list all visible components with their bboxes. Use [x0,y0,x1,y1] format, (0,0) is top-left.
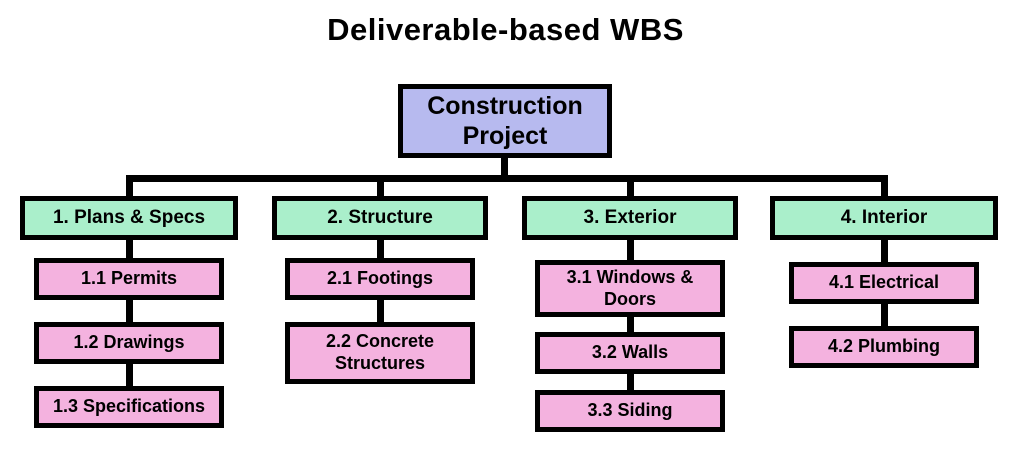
node-child-permits: 1.1 Permits [34,258,224,300]
node-root: Construction Project [398,84,612,158]
node-branch-exterior: 3. Exterior [522,196,738,240]
diagram-title: Deliverable-based WBS [327,12,684,47]
node-child-drawings: 1.2 Drawings [34,322,224,364]
node-child-plumbing: 4.2 Plumbing [789,326,979,368]
node-branch-interior: 4. Interior [770,196,998,240]
node-child-windows-doors: 3.1 Windows & Doors [535,260,725,317]
node-child-concrete-structures: 2.2 Concrete Structures [285,322,475,384]
connector-spine-branch-3 [627,225,634,410]
node-child-electrical: 4.1 Electrical [789,262,979,304]
connector-horizontal-bar [126,175,888,182]
connector-drop-branch-2 [377,175,384,203]
connector-drop-branch-3 [627,175,634,203]
node-child-footings: 2.1 Footings [285,258,475,300]
node-child-siding: 3.3 Siding [535,390,725,432]
node-branch-plans-specs: 1. Plans & Specs [20,196,238,240]
node-child-walls: 3.2 Walls [535,332,725,374]
node-child-specifications: 1.3 Specifications [34,386,224,428]
node-branch-structure: 2. Structure [272,196,488,240]
connector-spine-branch-1 [126,225,133,405]
connector-drop-branch-1 [126,175,133,203]
connector-root-drop [501,155,508,182]
connector-drop-branch-4 [881,175,888,203]
